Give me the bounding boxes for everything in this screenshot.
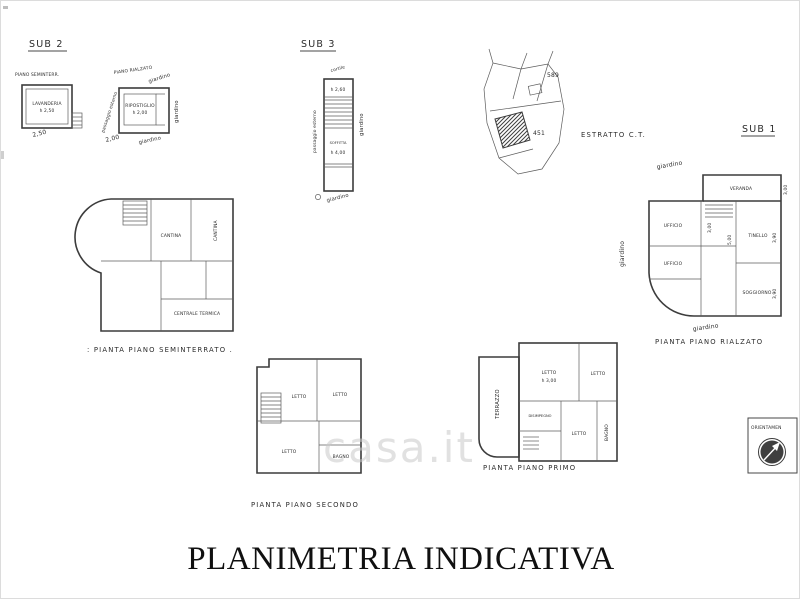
room-letto-s2: LETTO (333, 392, 348, 398)
room-letto-p3: LETTO (572, 431, 587, 437)
sub3-walls (323, 78, 354, 192)
orientation-box: ORIENTAMEN (747, 417, 798, 474)
room-ufficio-2: UFFICIO (664, 261, 683, 267)
sub2-dim-a: 2,50 (32, 129, 47, 139)
room-veranda: VERANDA (730, 186, 752, 192)
compass-arrowhead-icon (772, 442, 780, 451)
caption-secondo: PIANTA PIANO SECONDO (251, 501, 359, 509)
room-bagno-p: BAGNO (604, 424, 610, 441)
room-bagno-s: BAGNO (333, 454, 350, 460)
dim-veranda: 3,00 (783, 185, 789, 195)
hatched-building (494, 111, 531, 149)
parcel-number-451: 451 (533, 130, 545, 137)
sub3-garden-bottom: giardino (326, 193, 350, 204)
seminterrato-section: CANTINA CANTINA CENTRALE TERMICA : PIANT… (74, 198, 234, 354)
sub3-well-mark (315, 194, 321, 200)
sub2-garden-bottom: giardino (138, 135, 162, 146)
estratto-label: ESTRATTO C.T. (581, 131, 646, 139)
sub2-section: SUB 2 PIANO SEMINTERR. LAVANDERIA h 2,50… (15, 39, 180, 146)
room-cantina-2: CANTINA (213, 220, 219, 241)
room-centrale-termica: CENTRALE TERMICA (174, 311, 220, 317)
sub3-court-label: cortile (330, 64, 346, 74)
sub2-room-ripostiglio: RIPOSTIGLIO (125, 103, 155, 109)
sub2-plan-b-caption: PIANO RIALZATO (113, 65, 153, 76)
scan-mark (1, 151, 4, 159)
room-letto-p1: LETTO (542, 370, 557, 376)
primo-walls (478, 342, 618, 462)
sub1-label: SUB 1 (742, 124, 777, 135)
sub3-passage-label: passaggio esterno (312, 110, 318, 153)
parcel-outline (483, 48, 565, 175)
room-letto-p1-height: h 3,00 (542, 378, 557, 384)
sub2-dim-b: 2,00 (105, 134, 120, 144)
sub1-section: SUB 1 giardino VERANDA 3,00 UFFICIO 3,00… (619, 124, 789, 346)
sub1-garden-left: giardino (619, 241, 626, 267)
orientation-frame (747, 417, 798, 474)
sub3-room-soffitta: SOFFITTA (330, 141, 347, 145)
sub2-passage-label: passaggio esterno (100, 91, 119, 134)
sub2-plan-b-walls (118, 87, 170, 134)
parcel-number-589: 589 (547, 72, 559, 79)
dim-corridor: 3,00 (707, 223, 713, 233)
caption-primo: PIANTA PIANO PRIMO (483, 464, 576, 472)
sub2-garden-top: giardino (148, 72, 171, 85)
dim-tinello: 3,90 (772, 233, 778, 243)
sub3-cell-height-2: h 4,00 (331, 150, 346, 156)
scan-mark (3, 6, 8, 9)
sub1-walls (648, 174, 782, 317)
estratto-section: 589 451 ESTRATTO C.T. (483, 48, 646, 175)
sub1-garden-top: giardino (656, 160, 683, 171)
sub2-room-ripostiglio-height: h 2,00 (133, 110, 148, 116)
sub3-cell-height-1: h 2,60 (331, 87, 346, 93)
orientation-label: ORIENTAMEN (751, 425, 782, 431)
sub2-plan-a-walls (21, 84, 83, 129)
room-letto-p2: LETTO (591, 371, 606, 377)
watermark-text: casa.it (323, 423, 475, 472)
seminterrato-walls (74, 198, 234, 332)
secondo-walls (256, 358, 362, 474)
secondo-section: LETTO LETTO LETTO BAGNO PIANTA PIANO SEC… (251, 358, 362, 509)
sub2-plan-a-caption: PIANO SEMINTERR. (15, 72, 59, 78)
sub2-room-lavanderia-height: h 2,50 (40, 108, 55, 114)
sub3-garden-right: giardino (359, 113, 365, 136)
caption-piano-rialzato: PIANTA PIANO RIALZATO (655, 338, 763, 346)
room-disimpegno: DISIMPEGNO (528, 414, 551, 418)
page-title: PLANIMETRIA INDICATIVA (187, 541, 614, 577)
dim-soggiorno: 3,90 (772, 289, 778, 299)
sub2-label: SUB 2 (29, 39, 64, 50)
room-letto-s1: LETTO (292, 394, 307, 400)
caption-seminterrato: : PIANTA PIANO SEMINTERRATO . (87, 346, 233, 354)
sub1-garden-bottom: giardino (692, 322, 719, 333)
sub2-garden-right: giardino (174, 100, 180, 123)
compass-ring (758, 438, 786, 466)
sub2-room-lavanderia: LAVANDERIA (32, 101, 61, 107)
sub3-label: SUB 3 (301, 39, 336, 50)
sub3-section: SUB 3 cortile h 2,60 SOFFITTA h 4,00 pas… (300, 39, 365, 204)
room-letto-s3: LETTO (282, 449, 297, 455)
room-tinello: TINELLO (747, 233, 768, 239)
room-soggiorno: SOGGIORNO (743, 290, 772, 296)
room-terrazzo: TERRAZZO (495, 389, 501, 420)
room-cantina-1: CANTINA (161, 233, 182, 239)
dim-center: 5,00 (727, 235, 733, 245)
primo-section: TERRAZZO LETTO h 3,00 LETTO DISIMPEGNO L… (478, 342, 618, 472)
room-ufficio-1: UFFICIO (664, 223, 683, 229)
